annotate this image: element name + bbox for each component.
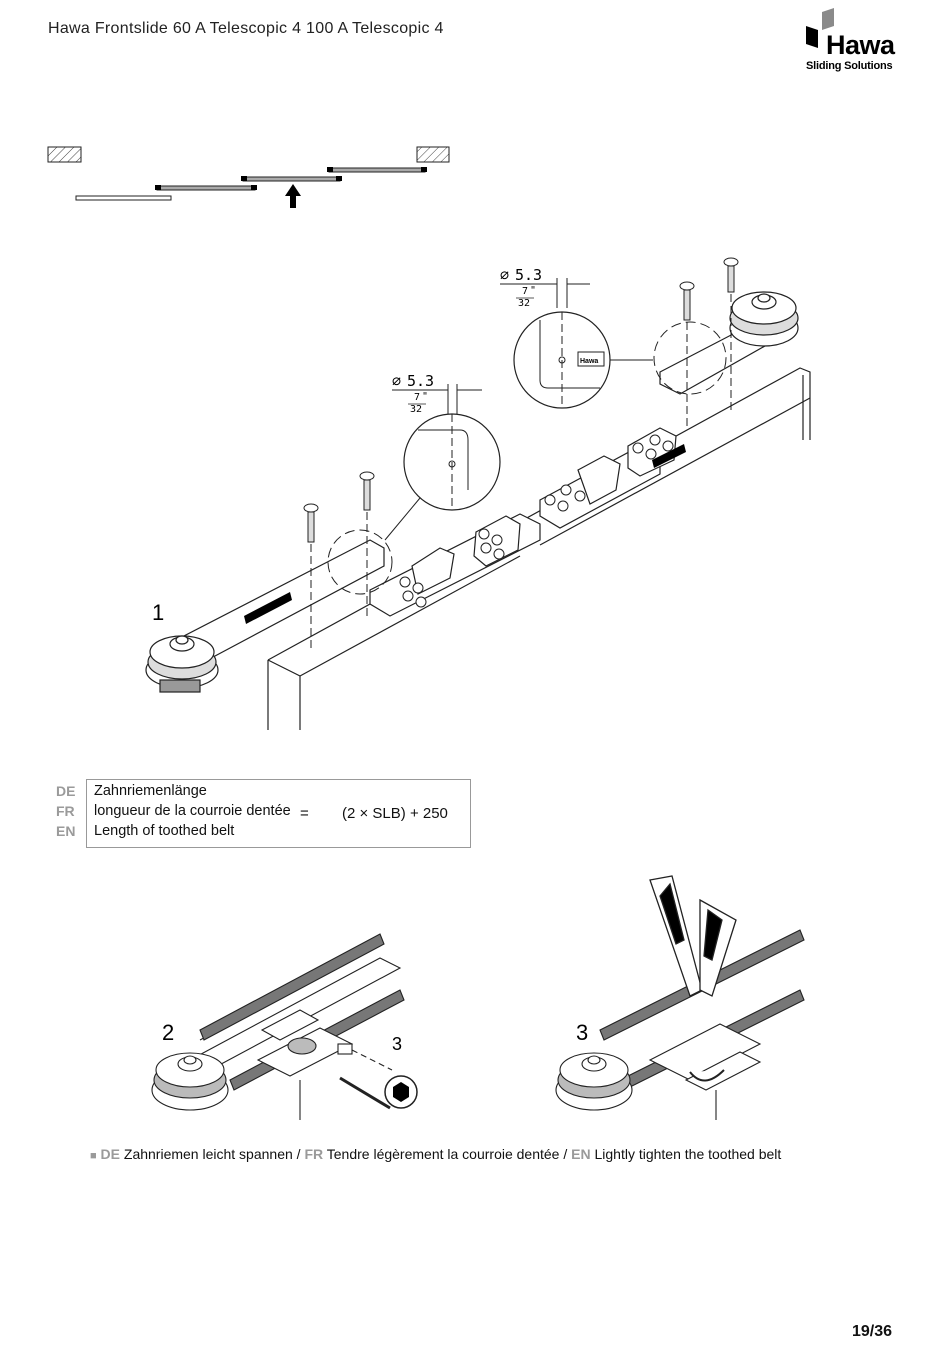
instruction-lang-fr: FR — [304, 1146, 324, 1162]
door-panel — [267, 367, 811, 730]
formula-box — [86, 779, 471, 848]
pliers-icon — [649, 875, 737, 997]
figure-2 — [151, 933, 405, 1120]
svg-text:32: 32 — [410, 404, 422, 415]
highlight-circle-left — [327, 529, 393, 595]
svg-text:5.3: 5.3 — [515, 266, 542, 284]
diameter-icon: ∅ — [392, 372, 401, 390]
instruction-text-de: Zahnriemen leicht spannen / — [123, 1146, 305, 1162]
svg-text:7: 7 — [414, 392, 420, 403]
lang-en-label: EN — [56, 823, 76, 839]
lang-fr-label: FR — [56, 803, 75, 819]
instruction-text-fr: Tendre légèrement la courroie dentée / — [326, 1146, 572, 1162]
formula-text-de: Zahnriemenlänge — [94, 783, 207, 799]
svg-text:": " — [422, 391, 428, 402]
left-plate-label — [244, 592, 292, 624]
instruction-text-en: Lightly tighten the toothed belt — [594, 1146, 782, 1162]
screw-2 — [359, 471, 375, 620]
dimension-right: ∅ 5.3 7 " 32 — [500, 266, 590, 309]
dimension-left: ∅ 5.3 7 " 32 — [392, 372, 482, 415]
telescopic-schematic — [47, 146, 450, 208]
figure-2-3-illustrations: 2 3 3 — [151, 875, 805, 1120]
step-2-label: 2 — [162, 1020, 174, 1045]
instruction-lang-de: DE — [100, 1146, 120, 1162]
tool-number-label: 3 — [392, 1034, 402, 1054]
svg-text:7: 7 — [522, 286, 528, 297]
figure-1-illustration: 1 ∅ 5.3 7 " 32 — [145, 257, 811, 730]
screw-heads-right — [544, 434, 674, 512]
logo-wordmark: Hawa — [826, 30, 895, 60]
highlight-circle-right — [653, 321, 727, 395]
lang-de-label: DE — [56, 783, 76, 799]
svg-text:": " — [530, 285, 536, 296]
pulley-left — [145, 635, 219, 693]
svg-text:Hawa: Hawa — [580, 358, 598, 365]
screw-heads-left — [399, 528, 505, 608]
screw-1 — [303, 503, 319, 650]
sliding-panel-1 — [155, 185, 257, 191]
sliding-panel-3 — [327, 167, 427, 173]
equals-sign: = — [300, 805, 309, 822]
belt-length-formula: (2 × SLB) + 250 — [342, 805, 448, 822]
right-plate-label — [652, 444, 686, 468]
sliding-panel-2 — [241, 176, 342, 182]
wall-left-hatch — [47, 146, 82, 163]
arrow-up-icon — [285, 184, 301, 208]
svg-text:32: 32 — [518, 298, 530, 309]
fixed-panel — [75, 195, 172, 201]
pulley-right — [729, 291, 799, 347]
logo-tagline: Sliding Solutions — [806, 60, 893, 72]
hex-key-icon — [384, 1075, 418, 1109]
bullet-square-icon: ■ — [90, 1150, 97, 1162]
step-3-label: 3 — [576, 1020, 588, 1045]
diameter-icon: ∅ — [500, 266, 509, 284]
instruction-lang-en: EN — [571, 1146, 591, 1162]
hawa-logo-icon — [806, 8, 834, 48]
instruction-line: ■ DE Zahnriemen leicht spannen / FR Tend… — [90, 1146, 781, 1162]
screw-3 — [679, 281, 695, 430]
wall-right-hatch — [416, 146, 450, 163]
screw-4 — [723, 257, 739, 410]
formula-text-en: Length of toothed belt — [94, 823, 235, 839]
formula-text-fr: longueur de la courroie dentée — [94, 803, 291, 819]
page-number: 19/36 — [852, 1323, 893, 1340]
svg-text:5.3: 5.3 — [407, 372, 434, 390]
step-1-label: 1 — [152, 600, 164, 625]
document-title: Hawa Frontslide 60 A Telescopic 4 100 A … — [48, 20, 444, 37]
